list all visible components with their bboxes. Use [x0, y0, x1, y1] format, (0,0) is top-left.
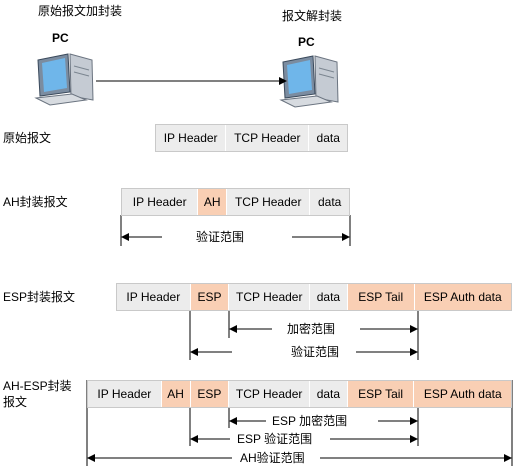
tcp-header-field: TCP Header — [227, 189, 311, 215]
original-label: 原始报文 — [3, 131, 52, 145]
ahesp-packet: IP Header AH ESP TCP Header data ESP Tai… — [87, 380, 512, 408]
ip-header-field: IP Header — [156, 125, 227, 151]
esp-auth-data-field: ESP Auth data — [414, 284, 511, 310]
receiver-pc-label: PC — [298, 35, 315, 49]
ah-verify-range-label: 验证范围 — [196, 230, 245, 244]
esp-label: ESP封装报文 — [3, 290, 76, 304]
ahesp-ah-verify-range-label: AH验证范围 — [240, 451, 305, 465]
ah-field: AH — [161, 381, 191, 407]
esp-packet: IP Header ESP TCP Header data ESP Tail E… — [116, 283, 512, 311]
esp-field: ESP — [190, 284, 230, 310]
sender-computer-icon — [34, 53, 94, 106]
data-field: data — [309, 381, 348, 407]
tcp-header-field: TCP Header — [229, 381, 310, 407]
esp-encrypt-range-label: 加密范围 — [287, 322, 336, 336]
sender-pc-label: PC — [52, 31, 69, 45]
ahesp-esp-verify-range-label: ESP 验证范围 — [237, 432, 313, 446]
esp-auth-data-field: ESP Auth data — [414, 381, 511, 407]
ah-label: AH封装报文 — [3, 195, 68, 209]
original-packet: IP Header TCP Header data — [155, 124, 348, 152]
esp-tail-field: ESP Tail — [347, 284, 415, 310]
receiver-computer-icon — [279, 55, 339, 108]
ip-header-field: IP Header — [122, 189, 199, 215]
ip-header-field: IP Header — [88, 381, 162, 407]
data-field: data — [310, 284, 348, 310]
esp-tail-field: ESP Tail — [347, 381, 415, 407]
receiver-title: 报文解封装 — [282, 9, 343, 23]
ah-verify-range-marks — [120, 215, 351, 246]
ip-header-field: IP Header — [117, 284, 191, 310]
esp-range-marks — [189, 310, 419, 360]
esp-field: ESP — [190, 381, 230, 407]
ahesp-label-line1: AH-ESP封装 — [3, 379, 72, 393]
esp-verify-range-label: 验证范围 — [291, 345, 340, 359]
data-field: data — [310, 189, 349, 215]
tcp-header-field: TCP Header — [226, 125, 310, 151]
ah-field: AH — [198, 189, 228, 215]
ah-packet: IP Header AH TCP Header data — [121, 188, 350, 216]
sender-title: 原始报文加封装 — [38, 4, 123, 18]
data-field: data — [309, 125, 347, 151]
ahesp-esp-encrypt-range-label: ESP 加密范围 — [272, 414, 348, 428]
tcp-header-field: TCP Header — [229, 284, 311, 310]
ahesp-label-line2: 报文 — [3, 395, 28, 409]
